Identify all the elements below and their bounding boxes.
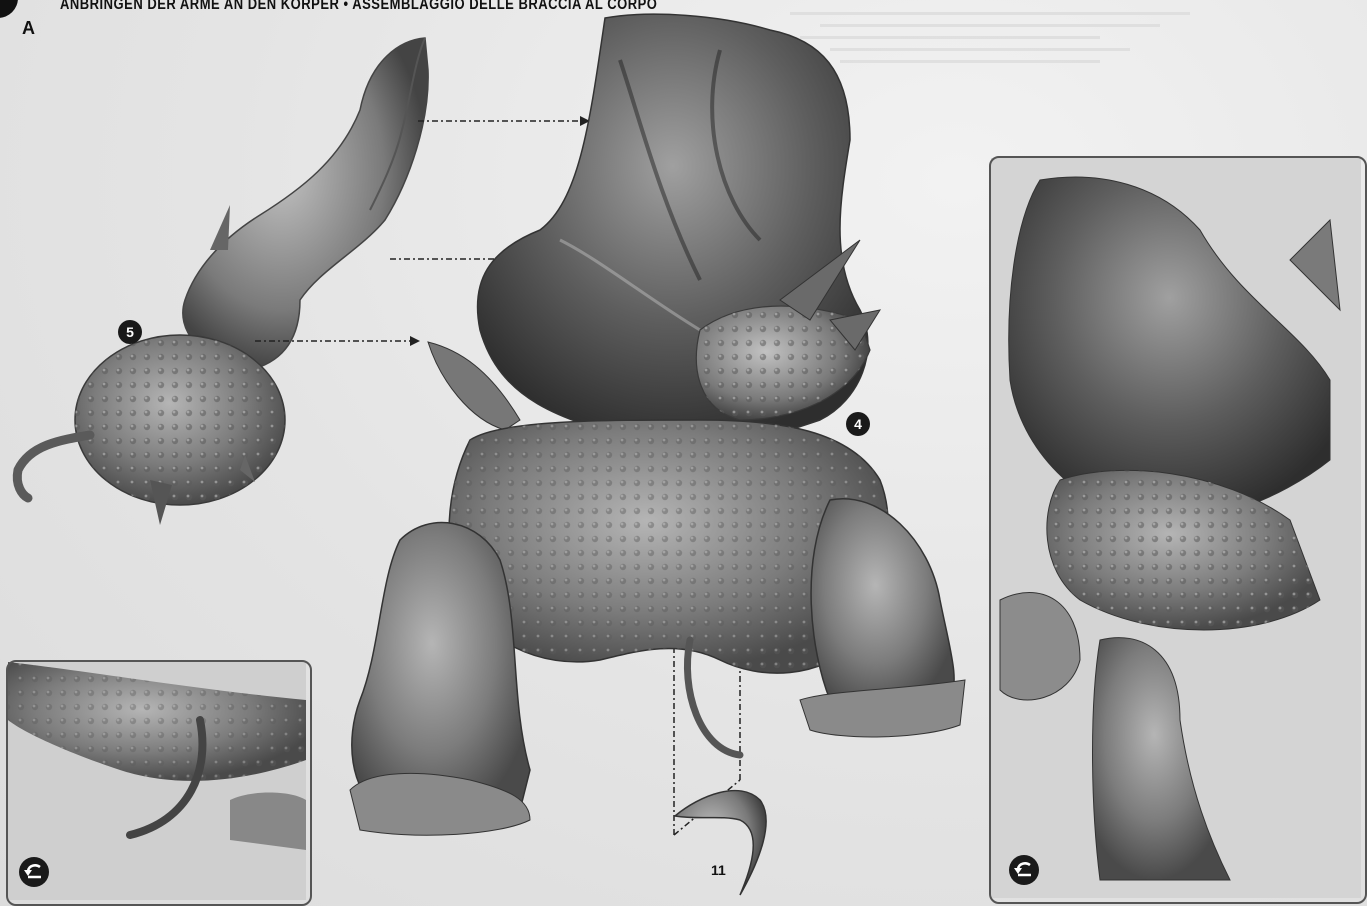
body-part [350,14,965,835]
part-label-11: 11 [711,862,726,878]
rotate-arrow-icon [1009,855,1039,885]
part-callout-5: 5 [118,320,142,344]
detail-inset-frame-left [6,660,312,906]
loose-arm-part [17,38,428,525]
tail-part [675,791,766,895]
part-callout-4: 4 [846,412,870,436]
rotate-view-icon [1009,855,1039,885]
rotate-arrow-icon [19,857,49,887]
rotate-view-icon [19,857,49,887]
detail-inset-frame-right [989,156,1367,904]
